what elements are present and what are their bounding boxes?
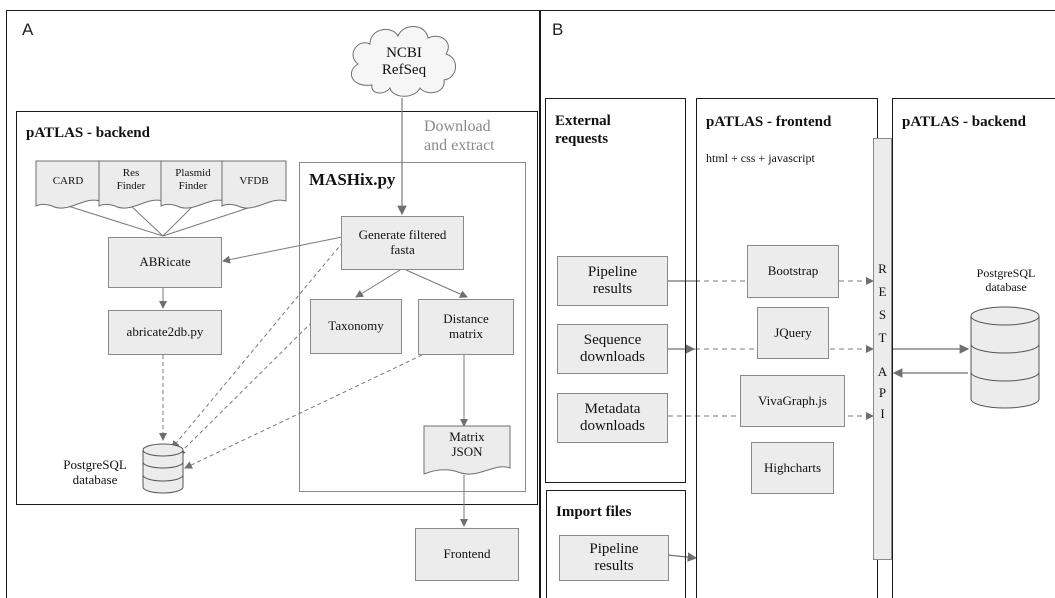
distance-matrix-box: Distance matrix bbox=[418, 299, 514, 355]
taxonomy-box: Taxonomy bbox=[310, 299, 402, 354]
sequence-downloads-box: Sequence downloads bbox=[557, 324, 668, 374]
rest-letter-a: A bbox=[877, 364, 888, 379]
download-label: Download and extract bbox=[424, 118, 495, 155]
rest-api-bar bbox=[873, 138, 892, 560]
abricate-box: ABRicate bbox=[108, 237, 222, 288]
cloud-icon bbox=[350, 26, 456, 97]
panel-a-frame bbox=[6, 10, 540, 598]
cloud-label: NCBI RefSeq bbox=[381, 45, 427, 79]
db-documents bbox=[35, 160, 287, 209]
import-files-title: Import files bbox=[556, 504, 632, 520]
external-requests-title: External requests bbox=[555, 113, 611, 147]
db-resfinder: Res Finder bbox=[116, 167, 146, 192]
pipeline-results-box: Pipeline results bbox=[557, 256, 668, 306]
import-pipeline-results-box: Pipeline results bbox=[559, 535, 669, 581]
metadata-downloads-box: Metadata downloads bbox=[557, 393, 668, 443]
panel-b-frame bbox=[540, 10, 1055, 598]
panel-b-letter: B bbox=[552, 20, 564, 39]
backend-b-title: pATLAS - backend bbox=[902, 114, 1026, 130]
db-card: CARD bbox=[52, 175, 84, 187]
matrix-json-label: Matrix JSON bbox=[449, 429, 485, 459]
rest-letter-r: R bbox=[878, 261, 887, 276]
vivagraph-box: VivaGraph.js bbox=[740, 375, 845, 427]
panel-a-letter: A bbox=[22, 20, 34, 39]
frontend-subtitle: html + css + javascript bbox=[706, 151, 815, 165]
highcharts-box: Highcharts bbox=[751, 442, 834, 494]
bootstrap-box: Bootstrap bbox=[747, 245, 839, 298]
rest-letter-t: T bbox=[878, 330, 887, 345]
abricate2db-box: abricate2db.py bbox=[108, 310, 222, 355]
generate-fasta-box: Generate filtered fasta bbox=[341, 216, 464, 270]
rest-letter-s: S bbox=[878, 307, 887, 322]
postgres-db-icon-b bbox=[970, 306, 1040, 409]
db-plasmidfinder: Plasmid Finder bbox=[175, 167, 211, 192]
postgres-label-a: PostgreSQL database bbox=[63, 457, 127, 487]
backend-title: pATLAS - backend bbox=[26, 125, 150, 141]
rest-letter-e: E bbox=[878, 284, 887, 299]
matrix-json-document bbox=[423, 425, 511, 475]
backend-frame bbox=[16, 111, 538, 505]
external-requests-frame bbox=[545, 98, 686, 483]
frontend-title: pATLAS - frontend bbox=[706, 114, 832, 130]
rest-letter-p: P bbox=[878, 385, 887, 400]
mashix-frame bbox=[299, 162, 526, 492]
postgres-db-icon-a bbox=[142, 443, 184, 494]
jquery-box: JQuery bbox=[757, 307, 829, 359]
db-vfdb: VFDB bbox=[239, 175, 269, 187]
import-files-frame bbox=[546, 490, 686, 598]
mashix-title: MASHix.py bbox=[309, 170, 396, 189]
postgres-label-b: PostgreSQL database bbox=[976, 266, 1036, 294]
rest-letter-i: I bbox=[880, 406, 885, 421]
backend-b-frame bbox=[892, 98, 1055, 598]
frontend-box: Frontend bbox=[415, 528, 519, 581]
